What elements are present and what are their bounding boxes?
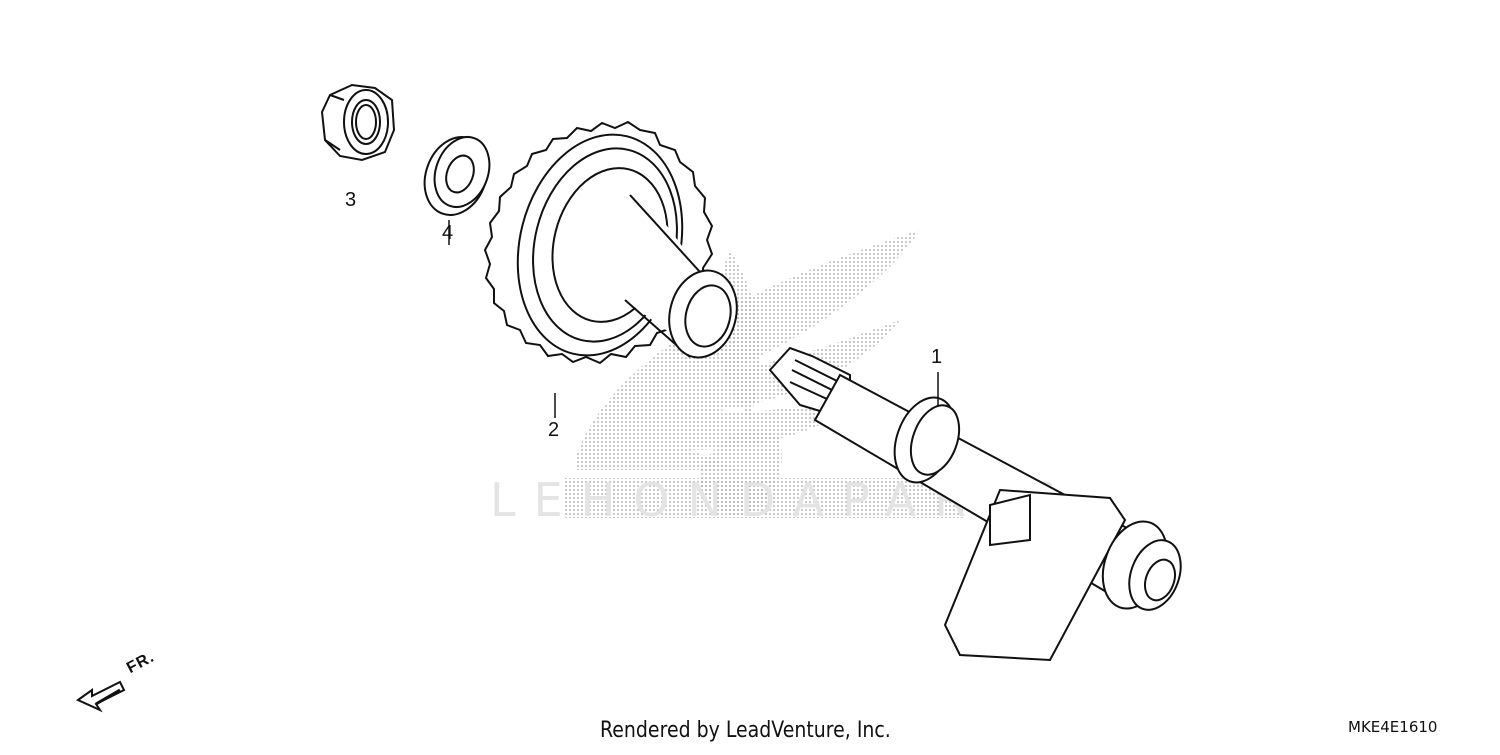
shaft-part-1 — [768, 346, 1182, 662]
diagram-code: MKE4E1610 — [1348, 718, 1438, 736]
part-label-3: 3 — [345, 189, 357, 211]
part-label-4: 4 — [442, 222, 454, 244]
credit-text: Rendered by LeadVenture, Inc. — [600, 718, 891, 743]
part-label-2: 2 — [548, 419, 560, 441]
front-direction-arrow-icon — [76, 680, 126, 713]
gear-part-2 — [483, 120, 738, 365]
part-label-1: 1 — [931, 346, 943, 368]
leader-lines — [448, 220, 939, 418]
flange-nut-part-3 — [320, 83, 396, 162]
washer-part-4 — [423, 136, 491, 216]
